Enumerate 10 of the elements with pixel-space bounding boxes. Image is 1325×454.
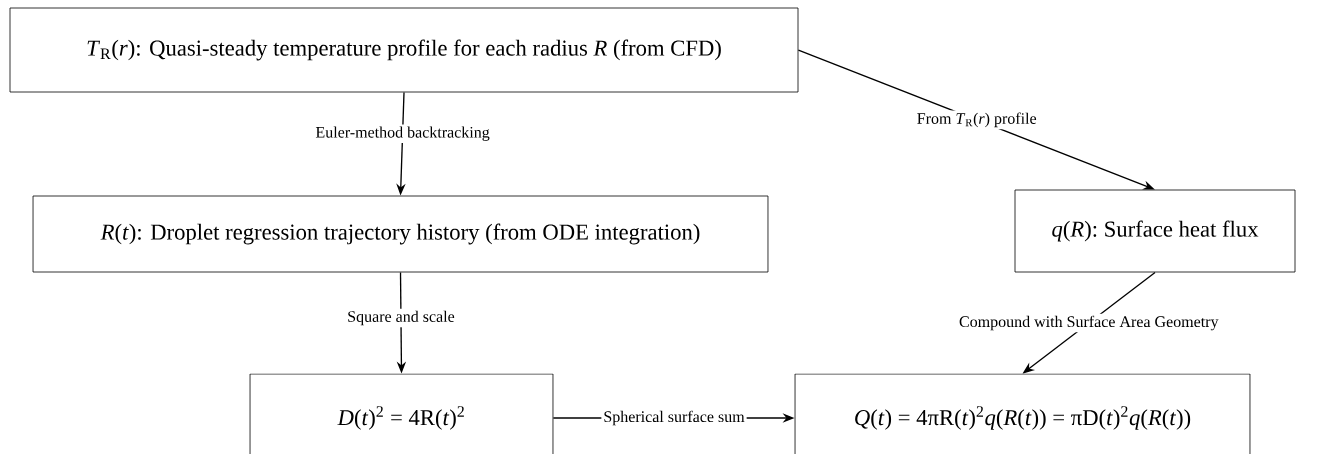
edge-label: Compound with Surface Area Geometry	[957, 313, 1221, 333]
process-box: Q(t) = 4πR(t)$^{2}$q(R(t)) = πD(t)$^{2}$q(R(t))	[794, 373, 1251, 454]
edge-label: From T$_{R}$(r) profile	[914, 110, 1039, 130]
edge-label: Spherical surface sum	[601, 408, 747, 428]
process-box: q(R): Surface heat flux	[1014, 189, 1296, 273]
process-box: D(t)$^{2}$ = 4R(t)$^{2}$	[249, 373, 554, 454]
edge-label: Square and scale	[345, 308, 457, 328]
edge-label: Euler-method backtracking	[313, 124, 492, 143]
process-box: T$_{R}$(r): Quasi-steady temperature profile for each radius R (from CFD)	[9, 7, 799, 93]
process-box: R(t): Droplet regression trajectory history (from ODE integration)	[32, 195, 769, 273]
